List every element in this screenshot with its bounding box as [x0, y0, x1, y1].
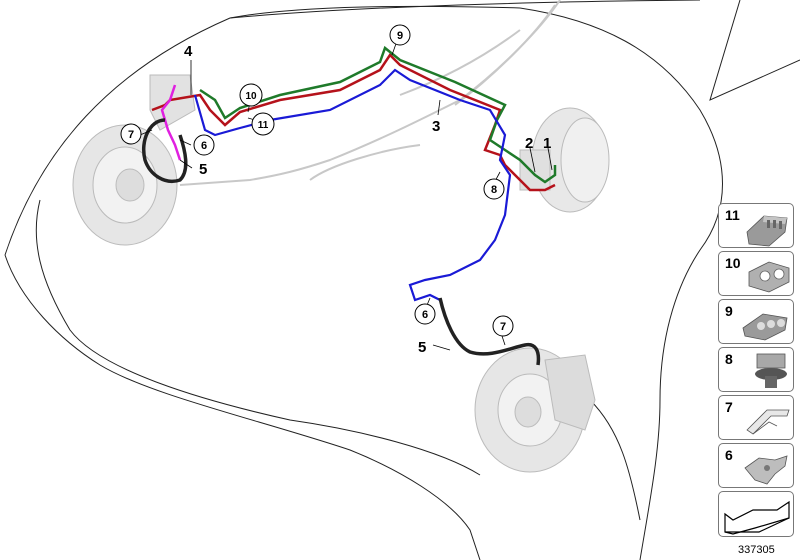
callout-circle-6a	[193, 134, 215, 156]
part-tile-7[interactable]: 7	[718, 395, 794, 440]
part-number: 7	[725, 399, 733, 415]
clip-9-icon	[742, 313, 788, 341]
callout-6b: 6	[422, 309, 428, 321]
callout-4: 4	[184, 43, 193, 60]
callout-11: 11	[258, 120, 269, 131]
callout-circles	[120, 24, 514, 337]
grey-pipework	[179, 0, 561, 186]
part-number: 9	[725, 303, 733, 319]
callout-5a: 5	[199, 161, 207, 178]
callout-circle-11	[251, 112, 275, 136]
brake-hose-left	[142, 118, 188, 183]
callout-numbers: 1 2 3 4 5 5 6 6 7 7 8 9 10 11	[128, 30, 551, 356]
part-tile-9[interactable]: 9	[718, 299, 794, 344]
arrow-back-icon	[724, 500, 790, 535]
brake-booster	[519, 107, 610, 213]
brake-line-blue	[193, 68, 512, 302]
brake-line-green	[199, 45, 557, 184]
callout-7a: 7	[128, 129, 134, 141]
clip-10-icon	[748, 261, 790, 293]
callout-circle-7a	[120, 123, 142, 145]
part-number: 8	[725, 351, 733, 367]
right-brake-disc	[474, 347, 596, 473]
callout-1: 1	[543, 135, 551, 152]
part-tile-10[interactable]: 10	[718, 251, 794, 296]
clip-7-icon	[746, 409, 790, 435]
part-tile-8[interactable]: 8	[718, 347, 794, 392]
part-tile-11[interactable]: 11	[718, 203, 794, 248]
part-number: 11	[725, 207, 740, 223]
left-brake-disc	[72, 74, 196, 246]
callout-circle-8	[483, 178, 505, 200]
parts-sidebar: 11 10 9 8 7 6	[718, 203, 794, 537]
callout-10: 10	[245, 91, 257, 102]
callout-circle-6b	[414, 303, 436, 325]
clip-8-icon	[755, 353, 787, 388]
car-outline	[4, 0, 800, 560]
callout-2: 2	[525, 135, 533, 152]
clip-11-icon	[746, 215, 788, 247]
part-number: 6	[725, 447, 733, 463]
brake-hose-right	[438, 297, 541, 366]
callout-circle-9	[389, 24, 411, 46]
back-navigation-button[interactable]	[718, 491, 794, 537]
diagram-id: 337305	[738, 544, 775, 556]
callout-circle-10	[239, 83, 263, 107]
callout-6a: 6	[201, 140, 207, 152]
callout-circle-7b	[492, 315, 514, 337]
part-number: 10	[725, 255, 741, 271]
brake-line-red	[151, 53, 556, 192]
callout-8: 8	[491, 184, 497, 196]
part-tile-6[interactable]: 6	[718, 443, 794, 488]
callout-7b: 7	[500, 321, 506, 333]
callout-5b: 5	[418, 339, 426, 356]
callout-3: 3	[432, 118, 440, 135]
clip-6-icon	[744, 455, 788, 485]
callout-9: 9	[397, 30, 403, 42]
